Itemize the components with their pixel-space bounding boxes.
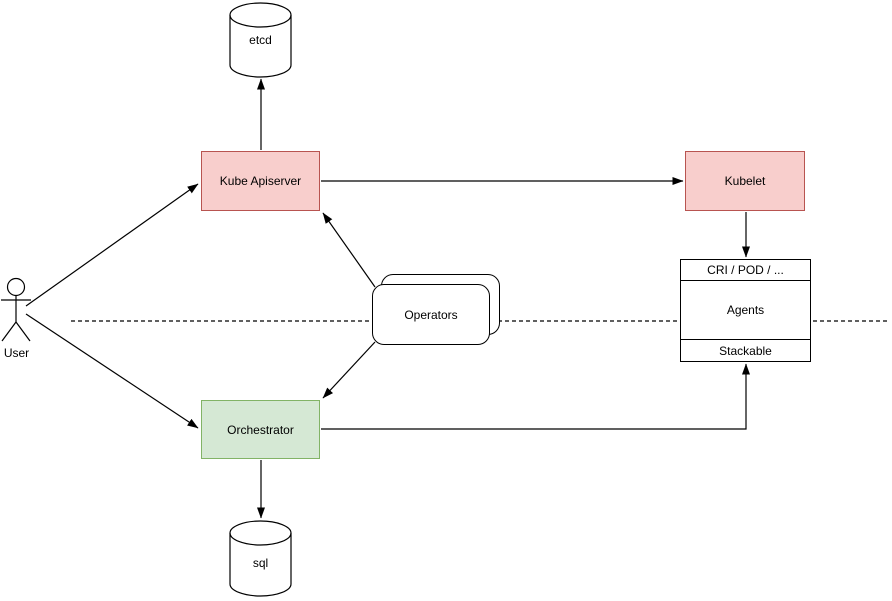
user-label: User [3,346,30,360]
stack-row-stackable: Stackable [681,339,810,361]
stack-row-cri-label: CRI / POD / ... [707,263,784,277]
arrow-user-to-orchestrator [25,313,199,429]
node-kube-apiserver-label: Kube Apiserver [219,174,302,188]
node-kubelet: Kubelet [685,151,805,211]
stack-row-cri: CRI / POD / ... [681,260,810,281]
stack-row-stackable-label: Stackable [719,343,772,358]
node-orchestrator: Orchestrator [201,400,320,459]
sql-label: sql [252,556,269,570]
arrow-orchestrator-to-stackable [321,363,750,430]
user-actor-icon [1,277,31,342]
node-operators: Operators [372,284,490,345]
stack-row-agents-label: Agents [726,303,765,317]
sql-cylinder-icon [229,520,292,597]
stack-row-agents: Agents [681,281,810,339]
etcd-label: etcd [249,33,272,47]
node-agents-stack: CRI / POD / ... Agents Stackable [680,259,811,362]
arrow-user-to-apiserver [25,183,199,307]
arrow-operators-to-orchestrator [322,341,376,399]
node-operators-label: Operators [404,307,458,322]
etcd-cylinder-icon [229,2,292,78]
node-kubelet-label: Kubelet [724,174,766,188]
node-kube-apiserver: Kube Apiserver [201,151,320,211]
arrow-operators-to-apiserver [322,212,376,288]
node-orchestrator-label: Orchestrator [227,422,294,437]
